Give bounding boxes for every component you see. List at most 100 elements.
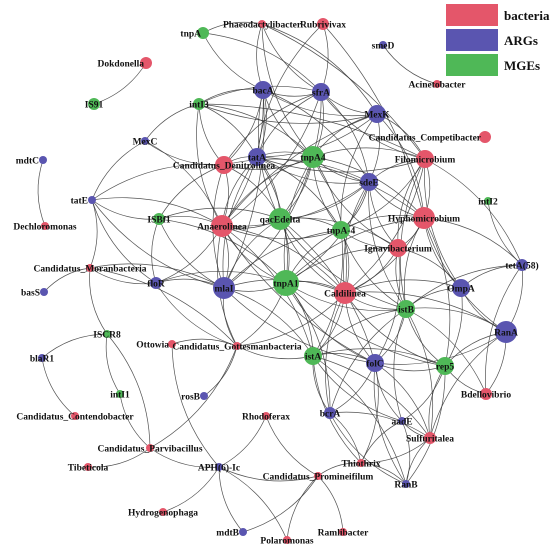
edge-Candidatus_Promineifilum-Ramlibacter [317,475,344,533]
edge-Candidatus_Moranbacteria-floR [89,267,157,285]
node-label-Thiothrix: Thiothrix [341,460,380,470]
edge-ISCR8-blaR1 [41,333,108,359]
node-label-Anaerolinea: Anaerolinea [197,223,247,233]
edge-sdeE-Anaerolinea [221,181,370,227]
node-Ramlibacter [339,528,347,536]
node-mdtC [39,156,47,164]
node-OmpA [452,279,470,297]
legend-swatch-args [446,29,498,51]
edge-Thiothrix-RanB [360,462,407,485]
node-label-tnpA4: tnpA4 [300,154,326,164]
edge-Hyphomicrobium-tetA(58) [423,217,523,266]
node-label-intI1: intI1 [110,391,130,401]
edge-APH(6)-Ic-Polaromonas [218,466,288,541]
node-label-Hyphomicrobium: Hyphomicrobium [388,215,460,225]
node-label-folC: folC [366,360,384,370]
edge-Caldilinea-RanA [344,291,507,333]
edge-Ignavibacterium-tnpA1 [285,247,399,284]
node-label-Candidatus_Parvibacillus: Candidatus_Parvibacillus [97,445,202,455]
edge-RanA-Sulfuritalea [429,331,507,439]
edge-tnpA4-Anaerolinea [221,156,314,227]
edge-tnpA1-rep5 [285,282,446,367]
node-label-aadE: aadE [391,418,412,428]
edge-tnpA-sfrA [202,32,322,93]
edge-tetA(58)-istB [405,264,523,310]
edge-smeD-Acinetobacter [382,44,438,85]
edge-floR-Candidatus_Gottesmanbacteria [155,282,238,347]
edge-Hyphomicrobium-rep5 [423,217,451,367]
edge-Anaerolinea-folC [221,225,376,364]
node-Candidatus_Moranbacteria [86,264,94,272]
node-label-intI2: intI2 [478,198,498,208]
edge-tnpA4-Filomicrobium [312,147,426,160]
node-label-IS91: IS91 [85,101,104,111]
node-smeD [379,41,387,49]
edge-Candidatus_Promineifilum-mdtB [242,475,319,533]
edge-Candidatus_Denitrolinea-tatE [91,163,225,201]
node-Rhodoferax [262,412,270,420]
node-IS91 [88,98,100,110]
node-Ottowia [168,340,176,348]
node-label-OmpA: OmpA [447,285,475,295]
edge-ISBf1-floR [151,218,160,284]
node-Anaerolinea [211,215,233,237]
edge-tatE-floR [91,199,157,284]
edge-tatE-Candidatus_Moranbacteria [89,199,98,269]
edge-Candidatus_Parvibacillus-Tibeticola [87,447,151,468]
edge-Rhodoferax-Candidatus_Promineifilum [265,415,319,477]
node-label-Acinetobacter: Acinetobacter [409,81,467,91]
edge-mlaI-istA [223,287,314,357]
edge-folC-Thiothrix [360,362,379,464]
node-Rubrivivax [317,18,329,30]
node-bcrA [324,407,336,419]
node-label-ISBf1: ISBf1 [147,216,170,226]
edge-tatE-mlaI [91,199,225,289]
node-Filomicrobium [416,150,434,168]
node-sfrA [312,83,330,101]
edge-intI3-Candidatus_Denitrolinea [198,103,225,166]
edge-istA-aadE [312,355,403,422]
edge-tnpA1-bcrA [285,282,331,414]
node-Thiothrix [357,459,365,467]
node-label-RanA: RanA [494,329,518,339]
edge-Hyphomicrobium-Caldilinea [344,217,425,294]
edge-istA-Sulfuritalea [312,355,431,439]
edge-tatE-Anaerolinea [91,197,223,227]
edge-Caldilinea-OmpA [344,279,462,294]
node-label-Candidatus_Contendobacter: Candidatus_Contendobacter [16,413,134,423]
node-RanA [495,321,517,343]
edge-Phaeodactylibacter-Filomicrobium [261,23,426,160]
edge-istA-rep5 [312,348,446,367]
node-label-mdtC: mdtC [16,157,39,167]
node-tnpA [197,27,209,39]
node-Bdellovibrio [480,388,492,400]
node-Candidatus_Contendobacter [71,412,79,420]
edge-Candidatus_Moranbacteria-basS [43,267,91,293]
node-label-MexK: MexK [364,111,390,121]
edge-Candidatus_Gottesmanbacteria-Candidatus_Parvibacillus [149,345,238,449]
node-Candidatus_Gottesmanbacteria [233,342,241,350]
edge-Filomicrobium-tetA(58) [424,158,523,266]
node-istA [304,347,322,365]
node-label-sdeE: sdeE [359,179,379,189]
node-qacEdelta [269,208,291,230]
edge-sfrA-Filomicrobium [320,91,426,160]
node-intI1 [116,390,124,398]
edge-tatA-Filomicrobium [256,156,426,173]
edge-tnpA-4-istB [340,229,407,310]
edge-intI3-Anaerolinea [196,103,223,227]
edge-Filomicrobium-Caldilinea [344,158,426,294]
edge-sdeE-qacEdelta [279,181,370,220]
edge-tnpA4-Ignavibacterium [312,156,399,249]
node-mlaI [213,277,235,299]
node-label-tatA: tatA [248,154,266,164]
edge-tatE-ISBf1 [91,199,160,220]
node-tatE [88,196,96,204]
node-label-rosB: rosB [181,393,200,403]
node-Hydrogenophaga [159,508,167,516]
edge-Candidatus_Gottesmanbacteria-rosB [203,345,238,397]
node-label-Caldilinea: Caldilinea [324,290,366,300]
node-label-Tibeticola: Tibeticola [68,464,109,474]
node-rep5 [436,357,454,375]
